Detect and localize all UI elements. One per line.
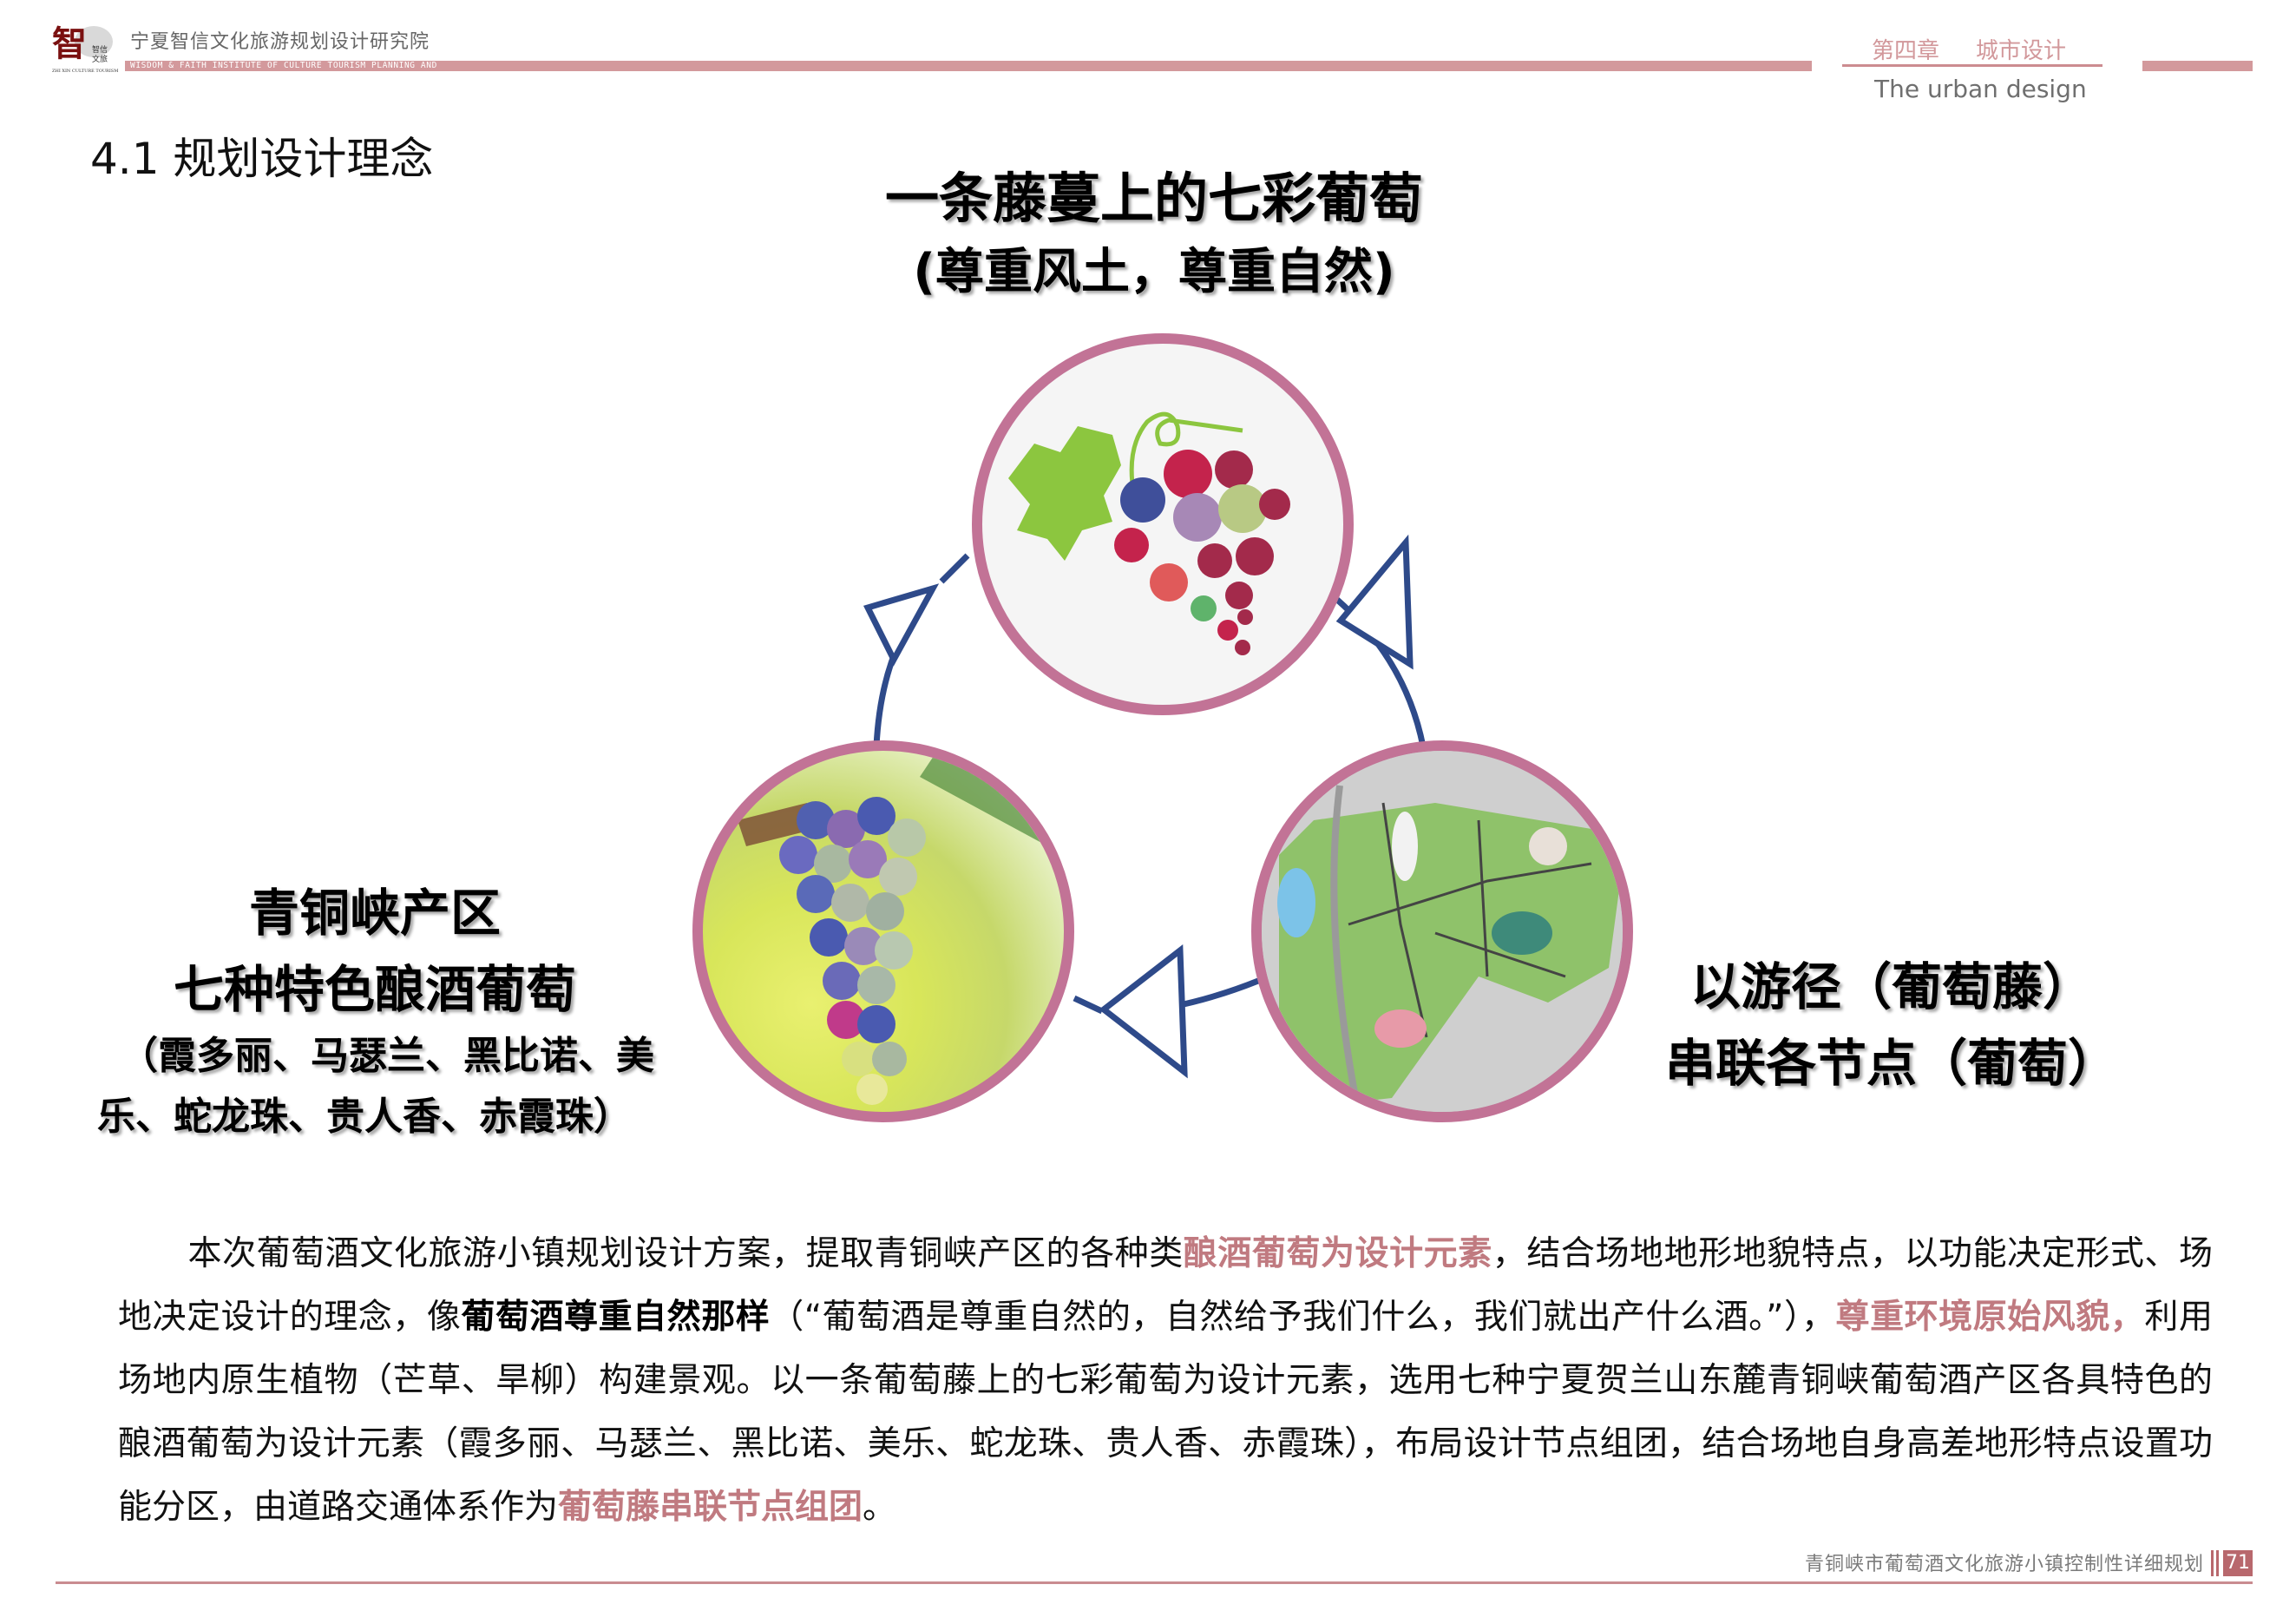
para-highlight-2: 尊重环境原始风貌， xyxy=(1835,1298,2145,1337)
top-concept-title: 一条藤蔓上的七彩葡萄 xyxy=(884,167,1423,230)
para-text-1: 本次葡萄酒文化旅游小镇规划设计方案，提取青铜峡产区的各种类 xyxy=(187,1234,1184,1273)
zhi-seal-logo-icon: 智 智信 文旅 ZHI XIN CULTURE TOURISM xyxy=(52,23,118,74)
header-bar-right xyxy=(2142,61,2253,71)
colorful-grape-icon xyxy=(1008,411,1290,655)
svg-text:ZHI XIN CULTURE TOURISM: ZHI XIN CULTURE TOURISM xyxy=(52,69,118,74)
right-concept-line2: 串联各节点（葡萄） xyxy=(1664,1034,2118,1093)
para-text-5: 。 xyxy=(863,1488,897,1527)
institute-logo: 智 智信 文旅 ZHI XIN CULTURE TOURISM xyxy=(50,21,120,75)
site-map-circle xyxy=(1251,740,1633,1122)
grape-photo-circle xyxy=(692,740,1074,1122)
institute-name-en: WISDOM & FAITH INSTITUTE OF CULTURE TOUR… xyxy=(130,61,437,70)
para-text-3: （“葡萄酒是尊重自然的，自然给予我们什么，我们就出产什么酒。”）， xyxy=(770,1298,1836,1337)
right-concept-line1: 以游径（葡萄藤） xyxy=(1689,957,2093,1016)
top-concept-subtitle: (尊重风土，尊重自然) xyxy=(913,244,1395,300)
chapter-underline xyxy=(1842,64,2102,67)
section-title: 4.1 规划设计理念 xyxy=(90,134,434,184)
chapter-title-en: The urban design xyxy=(1874,75,2087,103)
header-bar xyxy=(125,61,1812,71)
left-concept-line3: （霞多丽、马瑟兰、黑比诺、美 xyxy=(120,1034,654,1078)
chapter-title: 城市设计 xyxy=(1976,38,2067,64)
para-highlight-3: 葡萄藤串联节点组团 xyxy=(558,1488,863,1527)
grape-bunch-photo xyxy=(738,751,1064,1105)
para-bold-1: 葡萄酒尊重自然那样 xyxy=(461,1298,771,1337)
para-text-2: ，结合场地地形地貌特点，以功能决定形式、场地决定设计的理念，像 xyxy=(118,1234,2213,1337)
institute-name: 宁夏智信文化旅游规划设计研究院 xyxy=(130,31,430,53)
page-number: 71 xyxy=(2223,1550,2253,1576)
svg-text:智信: 智信 xyxy=(92,44,108,55)
svg-text:文旅: 文旅 xyxy=(92,54,108,64)
chapter-number: 第四章 xyxy=(1872,38,1940,64)
site-masterplan-map xyxy=(1262,751,1623,1112)
footer-rule xyxy=(56,1581,2253,1584)
left-concept-line2: 七种特色酿酒葡萄 xyxy=(173,960,576,1019)
left-concept-line4: 乐、蛇龙珠、贵人香、赤霞珠） xyxy=(97,1095,632,1139)
footer-tick xyxy=(2211,1550,2214,1576)
para-text-4: 利用场地内原生植物（芒草、旱柳）构建景观。以一条葡萄藤上的七彩葡萄为设计元素，选… xyxy=(118,1298,2213,1527)
svg-text:智: 智 xyxy=(52,23,87,64)
left-concept-line1: 青铜峡产区 xyxy=(248,884,501,943)
para-highlight-1: 酿酒葡萄为设计元素 xyxy=(1183,1234,1492,1273)
body-paragraph: 本次葡萄酒文化旅游小镇规划设计方案，提取青铜峡产区的各种类酿酒葡萄为设计元素，结… xyxy=(118,1222,2213,1539)
grape-icon-circle xyxy=(972,333,1354,715)
footer-doc-title: 青铜峡市葡萄酒文化旅游小镇控制性详细规划 xyxy=(1805,1554,2205,1575)
chapter-label: 第四章 城市设计 xyxy=(1872,33,2066,65)
footer-tick xyxy=(2216,1550,2219,1576)
